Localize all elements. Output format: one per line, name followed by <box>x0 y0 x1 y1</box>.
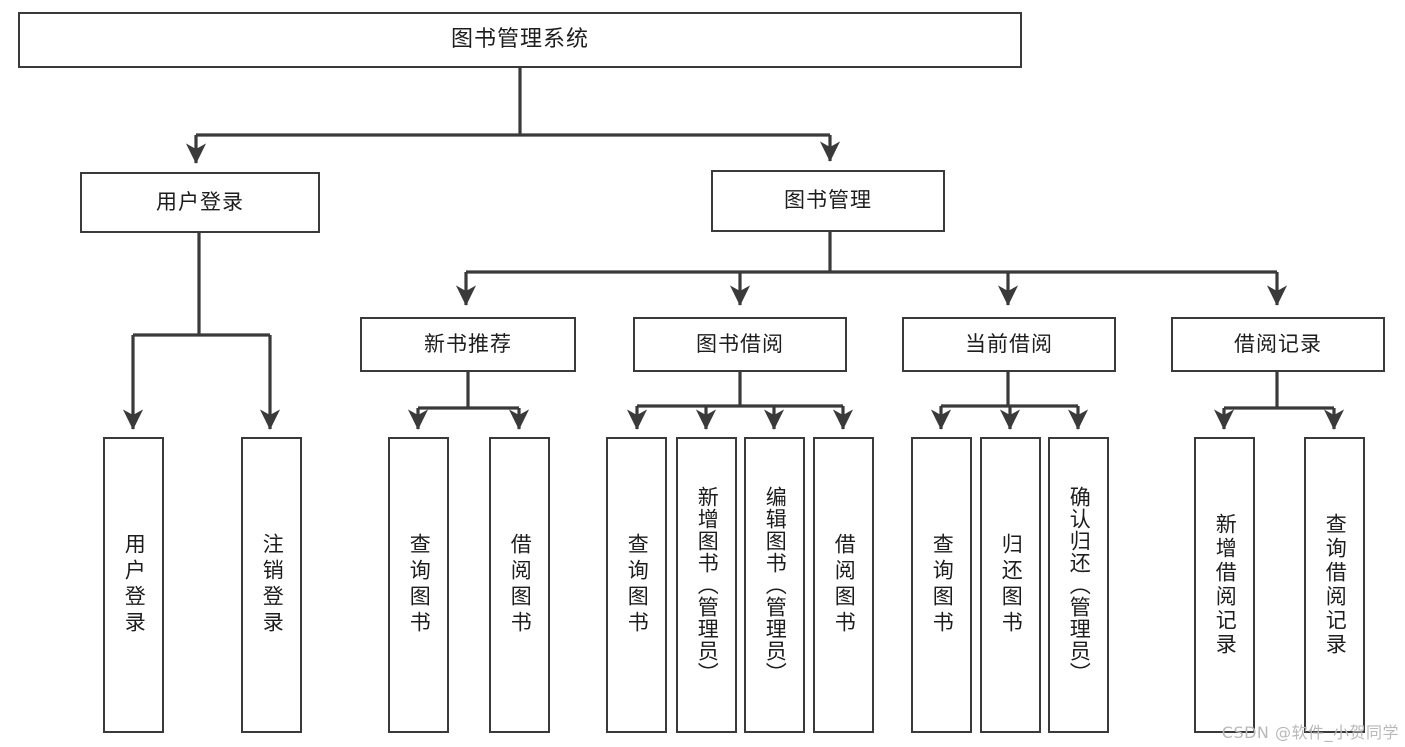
node-new-book-rec-label: 新书推荐 <box>424 331 512 356</box>
leaf-query-book-2-label: 查询图书 <box>625 533 650 637</box>
watermark: CSDN @软件_小贺同学 <box>1221 723 1399 742</box>
leaf-edit-book[interactable]: 编辑图书（管理员） <box>744 437 805 733</box>
leaf-query-record-label: 查询借阅记录 <box>1323 513 1348 657</box>
leaf-add-book-label: 新增图书（管理员） <box>695 486 720 684</box>
leaf-borrow-book-1-label: 借阅图书 <box>508 533 533 637</box>
leaf-borrow-book-2-label: 借阅图书 <box>832 533 857 637</box>
node-user-login[interactable]: 用户登录 <box>80 172 320 233</box>
leaf-return-book-label: 归还图书 <box>999 533 1024 637</box>
leaf-edit-book-label: 编辑图书（管理员） <box>763 486 788 684</box>
leaf-return-book[interactable]: 归还图书 <box>980 437 1041 733</box>
node-user-login-label: 用户登录 <box>156 189 244 214</box>
node-borrow-record[interactable]: 借阅记录 <box>1171 317 1385 372</box>
leaf-query-book-3[interactable]: 查询图书 <box>911 437 972 733</box>
node-book-manage-label: 图书管理 <box>784 188 872 213</box>
leaf-add-record[interactable]: 新增借阅记录 <box>1194 437 1255 733</box>
leaf-query-book-1[interactable]: 查询图书 <box>388 437 449 733</box>
leaf-add-record-label: 新增借阅记录 <box>1213 513 1238 657</box>
node-book-borrow[interactable]: 图书借阅 <box>633 317 847 372</box>
leaf-confirm-return[interactable]: 确认归还（管理员） <box>1048 437 1109 733</box>
node-book-manage[interactable]: 图书管理 <box>711 170 945 232</box>
node-book-borrow-label: 图书借阅 <box>696 331 784 356</box>
leaf-user-login[interactable]: 用户登录 <box>103 437 164 733</box>
node-root-label: 图书管理系统 <box>450 26 589 52</box>
leaf-query-book-1-label: 查询图书 <box>407 533 432 637</box>
leaf-query-book-2[interactable]: 查询图书 <box>606 437 667 733</box>
leaf-user-login-label: 用户登录 <box>122 533 147 637</box>
node-root[interactable]: 图书管理系统 <box>18 12 1022 68</box>
leaf-borrow-book-1[interactable]: 借阅图书 <box>489 437 550 733</box>
leaf-query-book-3-label: 查询图书 <box>930 533 955 637</box>
node-current-borrow-label: 当前借阅 <box>965 331 1053 356</box>
leaf-add-book[interactable]: 新增图书（管理员） <box>676 437 737 733</box>
leaf-logout[interactable]: 注销登录 <box>241 437 302 733</box>
node-new-book-rec[interactable]: 新书推荐 <box>360 317 576 372</box>
leaf-query-record[interactable]: 查询借阅记录 <box>1304 437 1365 733</box>
node-borrow-record-label: 借阅记录 <box>1234 331 1322 356</box>
node-current-borrow[interactable]: 当前借阅 <box>902 317 1116 372</box>
leaf-logout-label: 注销登录 <box>260 533 285 637</box>
leaf-borrow-book-2[interactable]: 借阅图书 <box>813 437 874 733</box>
leaf-confirm-return-label: 确认归还（管理员） <box>1067 486 1092 684</box>
